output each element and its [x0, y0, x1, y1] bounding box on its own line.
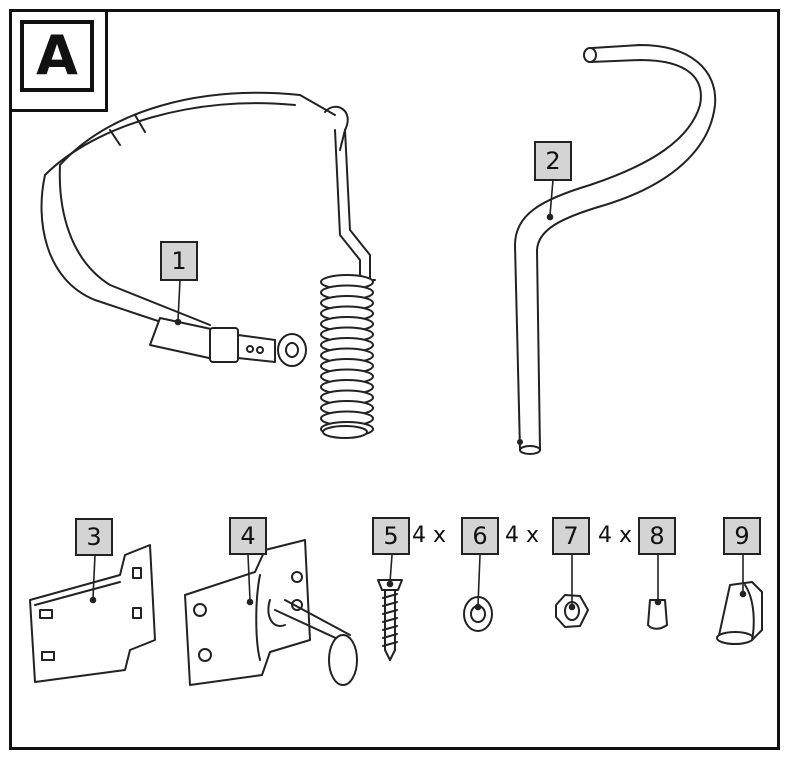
part-label-2: 2: [534, 141, 572, 181]
part-label-3: 3: [75, 518, 113, 556]
part-label-5: 5: [372, 517, 410, 555]
diagram-frame: A: [9, 9, 780, 750]
safety-strap-drawing: [40, 91, 376, 367]
quantity-part-7: 4 x: [505, 523, 540, 548]
clamp-sleeve-drawing: [716, 581, 763, 645]
bracket-with-tube-drawing: [184, 539, 358, 686]
panel-letter: A: [36, 24, 78, 87]
quantity-part-8: 4 x: [598, 523, 633, 548]
tow-bar-drawing: [514, 44, 717, 455]
part-label-1: 1: [160, 241, 198, 281]
washer-drawing: [463, 596, 493, 632]
part-label-8: 8: [638, 517, 676, 555]
part-label-7: 7: [552, 517, 590, 555]
coiled-cable-drawing: [320, 274, 374, 439]
part-label-4: 4: [229, 517, 267, 555]
end-cap-drawing: [647, 599, 668, 630]
coil-end: [322, 425, 368, 439]
panel-letter-box: A: [20, 20, 94, 92]
part-label-9: 9: [723, 517, 761, 555]
part-label-6: 6: [461, 517, 499, 555]
screw-drawing: [377, 579, 403, 661]
panel-tab: A: [12, 12, 108, 112]
quantity-part-6: 4 x: [412, 523, 447, 548]
leader-lines: [89, 179, 747, 611]
mounting-plate-drawing: [29, 544, 156, 683]
